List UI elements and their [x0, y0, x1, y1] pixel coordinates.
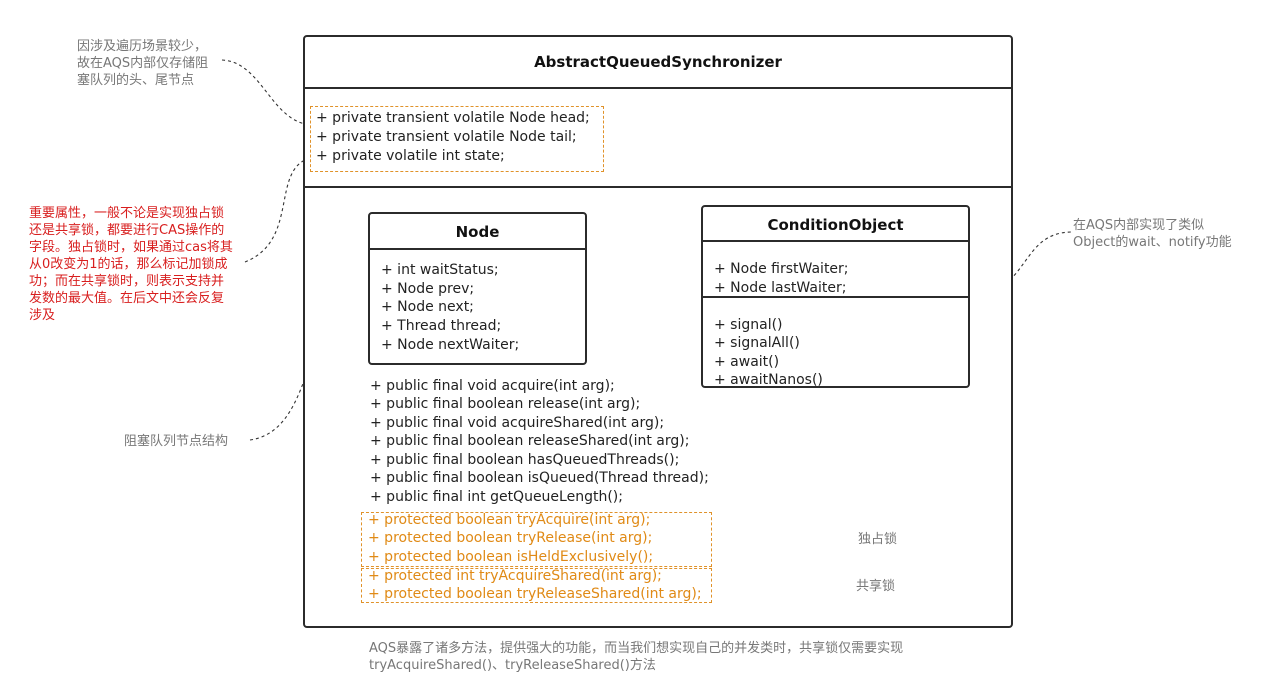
note-state: 重要属性，一般不论是实现独占锁 还是共享锁，都要进行CAS操作的 字段。独占锁时… [29, 206, 233, 323]
node-field: + Thread thread; [381, 318, 502, 334]
aqs-class-title: AbstractQueuedSynchronizer [534, 53, 782, 71]
node-field: + Node nextWaiter; [381, 337, 520, 353]
fields-highlight [310, 106, 604, 172]
node-class-title: Node [455, 223, 500, 241]
aqs-public-method: + public final int getQueueLength(); [370, 489, 623, 505]
aqs-exclusive-method: + protected boolean tryRelease(int arg); [368, 530, 653, 546]
condition-method: + await() [714, 354, 780, 370]
node-field: + Node next; [381, 299, 474, 315]
connector-state [244, 157, 311, 263]
aqs-public-method: + public final void acquireShared(int ar… [370, 415, 665, 431]
aqs-public-method: + public final boolean hasQueuedThreads(… [370, 452, 680, 468]
condition-fields-divider [703, 296, 968, 298]
aqs-public-method: + public final boolean releaseShared(int… [370, 433, 690, 449]
footer-note: AQS暴露了诸多方法，提供强大的功能，而当我们想实现自己的并发类时，共享锁仅需要… [369, 641, 904, 673]
connector-node [249, 287, 369, 441]
condition-field: + Node lastWaiter; [714, 280, 847, 296]
note-node: 阻塞队列节点结构 [124, 434, 229, 449]
condition-class-title: ConditionObject [767, 216, 904, 234]
aqs-public-method: + public final boolean release(int arg); [370, 396, 641, 412]
aqs-field-tail: + private transient volatile Node tail; [316, 129, 577, 145]
fields-divider [305, 186, 1011, 188]
condition-method: + awaitNanos() [714, 372, 823, 388]
aqs-public-method: + public final void acquire(int arg); [370, 378, 615, 394]
node-field: + int waitStatus; [381, 262, 499, 278]
condition-title-divider [703, 240, 968, 242]
node-title-divider [370, 248, 585, 250]
title-divider [305, 87, 1011, 89]
note-condition: 在AQS内部实现了类似 Object的wait、notify功能 [1073, 218, 1232, 250]
node-field: + Node prev; [381, 281, 475, 297]
connector-head-tail [221, 59, 311, 126]
aqs-public-method: + public final boolean isQueued(Thread t… [370, 470, 709, 486]
aqs-exclusive-method: + protected boolean isHeldExclusively(); [368, 549, 654, 565]
condition-method: + signal() [714, 317, 783, 333]
shared-methods-highlight [361, 568, 712, 603]
condition-field: + Node firstWaiter; [714, 261, 849, 277]
node-class-box: Node [368, 212, 587, 365]
condition-method: + signalAll() [714, 335, 800, 351]
note-head-tail: 因涉及遍历场景较少， 故在AQS内部仅存储阻 塞队列的头、尾节点 [77, 39, 209, 88]
aqs-exclusive-method: + protected boolean tryAcquire(int arg); [368, 512, 651, 528]
aqs-shared-method: + protected boolean tryReleaseShared(int… [368, 586, 702, 602]
note-exclusive: 独占锁 [858, 532, 898, 547]
condition-class-box: ConditionObject [701, 205, 970, 388]
exclusive-methods-highlight [361, 512, 712, 567]
aqs-shared-method: + protected int tryAcquireShared(int arg… [368, 568, 662, 584]
aqs-field-state: + private volatile int state; [316, 148, 505, 164]
aqs-field-head: + private transient volatile Node head; [316, 110, 590, 126]
note-shared: 共享锁 [856, 579, 896, 594]
